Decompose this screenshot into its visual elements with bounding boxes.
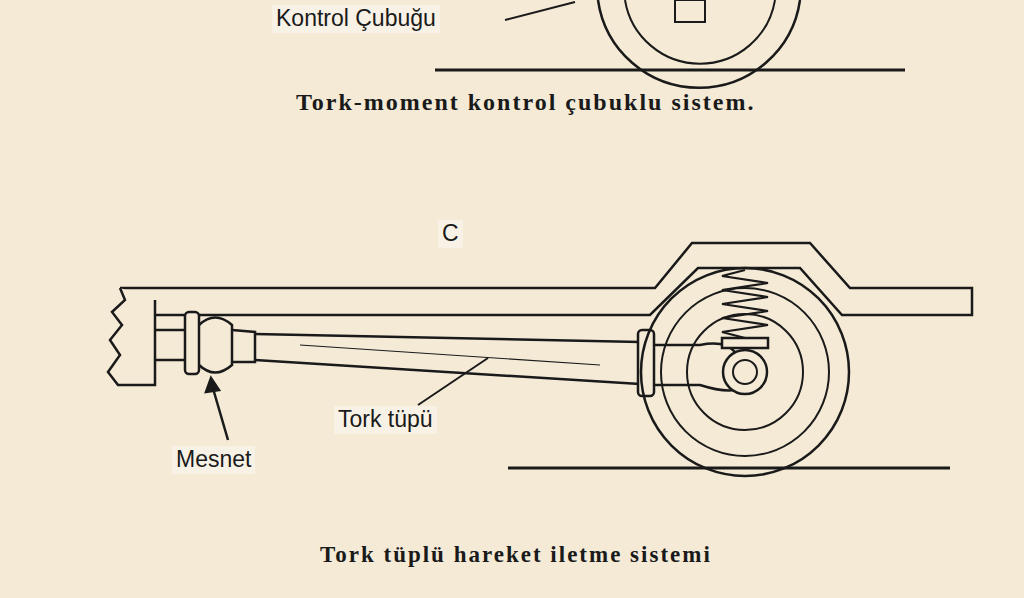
coil-spring: [722, 270, 768, 338]
leader-line: [418, 358, 488, 405]
part-label: Mesnet: [172, 446, 255, 474]
figure-caption: Tork tüplü hareket iletme sistemi: [316, 541, 716, 569]
wheel-arc: [598, 0, 800, 88]
upper-figure: [435, 0, 905, 88]
universal-joint: [199, 318, 232, 373]
part-label: Kontrol Çubuğu: [272, 5, 440, 33]
wheel-rim: [661, 288, 829, 456]
ground-line: [508, 467, 950, 470]
torque-tube: [255, 334, 640, 384]
hub: [675, 0, 705, 22]
hub: [723, 350, 767, 394]
frame-rail: [120, 243, 972, 315]
figure-letter: C: [438, 220, 463, 248]
tube-shading: [300, 345, 600, 365]
lower-figure: [108, 243, 972, 476]
spring-seat: [722, 338, 768, 348]
part-label: Tork tüpü: [334, 406, 437, 434]
arrowhead: [206, 378, 219, 392]
tire: [641, 268, 849, 476]
wheel-rim: [625, 0, 775, 64]
leader-line: [212, 385, 228, 440]
universal-joint-flange: [185, 312, 199, 374]
transmission-case: [108, 288, 155, 385]
axle-end: [733, 360, 757, 384]
leader-line: [505, 2, 575, 20]
ground-line: [435, 69, 905, 72]
transmission-neck: [155, 330, 185, 360]
joint-socket: [232, 330, 255, 362]
brake-drum: [687, 314, 803, 430]
figure-caption: Tork-moment kontrol çubuklu sistem.: [292, 88, 759, 117]
